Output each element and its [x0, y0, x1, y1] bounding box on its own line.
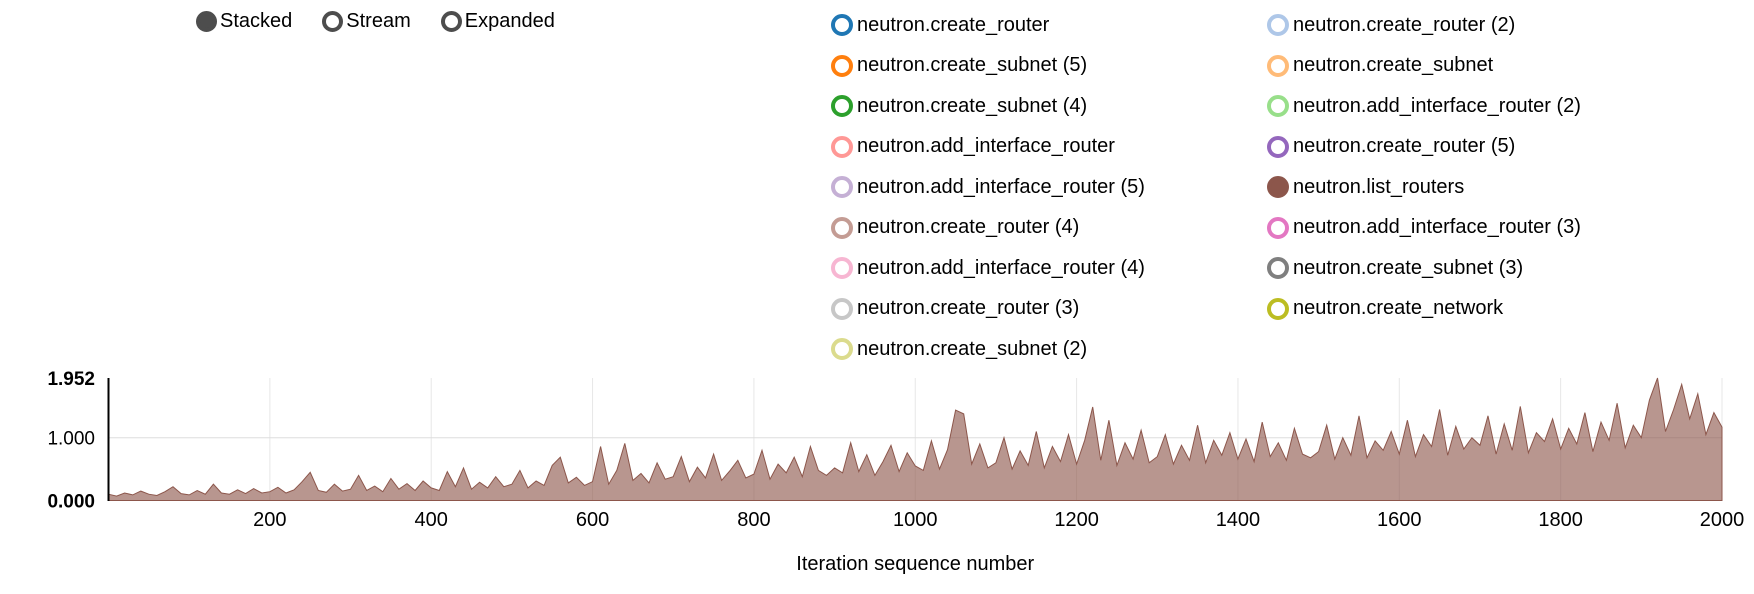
legend-item-label: neutron.add_interface_router (5): [857, 175, 1145, 198]
legend-item-neutron-add-interface-router-5[interactable]: neutron.add_interface_router (5): [831, 167, 1145, 208]
radio-stacked-label: Stacked: [220, 10, 293, 32]
legend-item-label: neutron.list_routers: [1293, 175, 1465, 198]
legend-item-label: neutron.create_subnet (5): [857, 54, 1088, 77]
legend-item-neutron-create-router-4[interactable]: neutron.create_router (4): [831, 208, 1145, 249]
legend-item-label: neutron.create_router (3): [857, 297, 1080, 320]
series-color-marker-icon[interactable]: [831, 14, 853, 37]
legend-item-neutron-add-interface-router[interactable]: neutron.add_interface_router: [831, 127, 1145, 168]
legend-item-neutron-add-interface-router-4[interactable]: neutron.add_interface_router (4): [831, 248, 1145, 289]
series-color-marker-icon[interactable]: [1267, 54, 1289, 77]
legend-item-label: neutron.create_subnet: [1293, 54, 1494, 77]
legend-item-neutron-create-subnet-5[interactable]: neutron.create_subnet (5): [831, 46, 1145, 87]
series-color-marker-icon[interactable]: [831, 54, 853, 77]
legend-item-label: neutron.create_subnet (3): [1293, 256, 1524, 279]
legend-item-label: neutron.create_router (5): [1293, 135, 1516, 158]
legend-item-label: neutron.add_interface_router: [857, 135, 1115, 158]
radio-stacked[interactable]: Stacked: [196, 10, 292, 33]
y-tick-label: 1.000: [47, 429, 95, 450]
series-color-marker-icon[interactable]: [831, 135, 853, 158]
series-color-marker-icon[interactable]: [1267, 176, 1289, 199]
chart-style-radio-group: Stacked Stream Expanded: [196, 10, 555, 33]
x-tick-label: 1800: [1538, 509, 1583, 531]
series-color-marker-icon[interactable]: [831, 176, 853, 199]
radio-unselected-icon[interactable]: [322, 11, 344, 32]
legend-item-neutron-create-subnet-2[interactable]: neutron.create_subnet (2): [831, 329, 1145, 370]
x-tick-label: 400: [415, 509, 448, 531]
x-tick-label: 800: [737, 509, 770, 531]
series-color-marker-icon[interactable]: [1267, 95, 1289, 118]
legend-item-neutron-add-interface-router-3[interactable]: neutron.add_interface_router (3): [1267, 208, 1581, 249]
x-tick-label: 600: [576, 509, 609, 531]
x-tick-label: 1400: [1216, 509, 1261, 531]
x-tick-label: 1200: [1054, 509, 1099, 531]
legend-item-label: neutron.create_subnet (2): [857, 337, 1088, 360]
radio-expanded-label: Expanded: [464, 10, 555, 32]
area-series-neutron-list-routers[interactable]: [108, 377, 1723, 501]
radio-expanded[interactable]: Expanded: [440, 10, 555, 33]
series-color-marker-icon[interactable]: [1267, 14, 1289, 37]
legend-column-1: neutron.create_router neutron.create_subn…: [831, 5, 1145, 370]
legend-item-neutron-create-subnet[interactable]: neutron.create_subnet: [1267, 46, 1581, 87]
legend-item-neutron-create-subnet-4[interactable]: neutron.create_subnet (4): [831, 86, 1145, 127]
legend-item-neutron-create-network[interactable]: neutron.create_network: [1267, 289, 1581, 330]
legend-item-neutron-create-router[interactable]: neutron.create_router: [831, 5, 1145, 46]
legend-item-neutron-create-subnet-3[interactable]: neutron.create_subnet (3): [1267, 248, 1581, 289]
legend-item-label: neutron.create_router: [857, 13, 1050, 36]
x-tick-label: 200: [253, 509, 286, 531]
y-tick-label: 1.952: [47, 369, 95, 390]
legend-item-neutron-add-interface-router-2[interactable]: neutron.add_interface_router (2): [1267, 86, 1581, 127]
legend-item-label: neutron.create_subnet (4): [857, 94, 1088, 117]
legend-item-label: neutron.add_interface_router (2): [1293, 94, 1581, 117]
y-tick-label: 0.000: [47, 492, 95, 513]
radio-stream-label: Stream: [346, 10, 411, 32]
stacked-area-chart[interactable]: 1.952 1.000 0.000 200 400 600 800 1000 1200 1400 1…: [0, 330, 1754, 594]
x-tick-label: 1600: [1377, 509, 1422, 531]
series-color-marker-icon[interactable]: [831, 338, 853, 361]
radio-selected-icon[interactable]: [196, 11, 217, 32]
legend-item-label: neutron.create_router (4): [857, 216, 1080, 239]
x-axis-title: Iteration sequence number: [796, 553, 1034, 575]
radio-unselected-icon[interactable]: [440, 11, 462, 32]
radio-stream[interactable]: Stream: [322, 10, 411, 33]
series-color-marker-icon[interactable]: [831, 297, 853, 320]
legend-item-label: neutron.create_network: [1293, 297, 1504, 320]
legend-item-neutron-create-router-2[interactable]: neutron.create_router (2): [1267, 5, 1581, 46]
x-tick-label: 2000: [1700, 509, 1745, 531]
legend-column-2: neutron.create_router (2) neutron.create_…: [1267, 5, 1581, 329]
series-color-marker-icon[interactable]: [831, 216, 853, 239]
series-color-marker-icon[interactable]: [831, 257, 853, 280]
series-color-marker-icon[interactable]: [1267, 297, 1289, 320]
legend-item-label: neutron.add_interface_router (4): [857, 256, 1145, 279]
x-tick-label: 1000: [893, 509, 938, 531]
series-color-marker-icon[interactable]: [1267, 135, 1289, 158]
legend-item-neutron-list-routers[interactable]: neutron.list_routers: [1267, 167, 1581, 208]
series-color-marker-icon[interactable]: [831, 95, 853, 118]
legend-item-label: neutron.create_router (2): [1293, 13, 1516, 36]
legend-item-label: neutron.add_interface_router (3): [1293, 216, 1581, 239]
series-color-marker-icon[interactable]: [1267, 257, 1289, 280]
legend-item-neutron-create-router-3[interactable]: neutron.create_router (3): [831, 289, 1145, 330]
series-color-marker-icon[interactable]: [1267, 216, 1289, 239]
legend-item-neutron-create-router-5[interactable]: neutron.create_router (5): [1267, 127, 1581, 168]
